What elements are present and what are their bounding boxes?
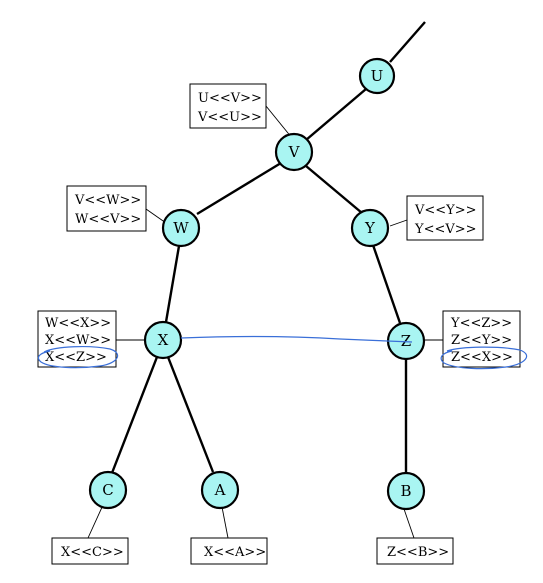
node-V: V — [274, 132, 314, 172]
label-box-Z-line-3: Z<<X>> — [451, 350, 513, 365]
label-box-Z: Y<<Z>> Z<<Y>> Z<<X>> — [442, 310, 521, 368]
leader-C — [87, 504, 104, 539]
node-C: C — [88, 470, 128, 510]
node-Z: Z — [386, 321, 426, 361]
tree-edges — [110, 21, 426, 474]
label-box-C: X<<C>> — [51, 537, 129, 565]
label-box-W: V<<W>> W<<V>> — [66, 185, 147, 232]
edge-V-Y — [305, 165, 363, 214]
label-box-A-line-1: X<<A>> — [204, 545, 266, 560]
label-box-A: X<<A>> — [190, 537, 268, 565]
label-box-W-line-1: V<<W>> — [74, 193, 141, 208]
hand-annotations — [37, 336, 528, 370]
label-box-V-line-1: U<<V>> — [198, 91, 262, 106]
node-A: A — [200, 470, 240, 510]
edge-X-C — [110, 356, 159, 474]
leader-A — [221, 506, 229, 539]
label-box-Y-line-1: V<<Y>> — [414, 203, 477, 218]
label-box-Y: V<<Y>> Y<<V>> — [406, 195, 484, 241]
leader-Y — [389, 219, 408, 227]
node-C-label: C — [102, 481, 113, 499]
label-box-Y-line-2: Y<<V>> — [414, 222, 477, 237]
edge-W-X — [164, 245, 181, 323]
edge-Y-Z — [371, 244, 402, 324]
node-V-label: V — [288, 143, 301, 161]
annotation-circle-X-Z-entry — [37, 346, 119, 369]
edge-root-U — [389, 21, 426, 63]
node-U-label: U — [371, 67, 384, 85]
node-X-label: X — [158, 331, 169, 349]
label-box-V-line-2: V<<U>> — [197, 110, 262, 125]
leader-W — [145, 208, 167, 224]
node-W: W — [161, 208, 201, 248]
node-Y-label: Y — [364, 219, 376, 237]
annotation-link-X-Z — [180, 336, 413, 343]
leader-B — [403, 508, 415, 539]
label-box-Z-line-2: Z<<Y>> — [451, 333, 512, 348]
label-box-B: Z<<B>> — [376, 537, 454, 565]
edge-V-W — [196, 161, 282, 216]
node-Y: Y — [350, 208, 390, 248]
label-box-W-line-2: W<<V>> — [75, 212, 141, 227]
label-box-X: W<<X>> X<<W>> X<<Z>> — [37, 310, 117, 368]
label-box-X-line-2: X<<W>> — [45, 333, 111, 348]
annotation-circle-Z-X-entry — [440, 346, 528, 370]
leader-V — [265, 105, 293, 139]
label-leaders — [87, 105, 443, 539]
node-A-label: A — [214, 481, 226, 499]
node-W-label: W — [173, 219, 189, 237]
node-U: U — [358, 57, 396, 95]
node-B-label: B — [400, 482, 411, 500]
label-box-C-line-1: X<<C>> — [61, 545, 124, 560]
label-box-X-line-1: W<<X>> — [45, 316, 111, 331]
node-Z-label: Z — [401, 332, 411, 350]
label-box-V: U<<V>> V<<U>> — [189, 83, 267, 129]
label-box-B-line-1: Z<<B>> — [387, 545, 449, 560]
node-B: B — [386, 471, 426, 511]
label-box-X-line-3: X<<Z>> — [45, 350, 107, 365]
edge-X-A — [166, 356, 215, 473]
label-box-Z-line-1: Y<<Z>> — [450, 316, 512, 331]
edge-U-V — [305, 88, 367, 141]
node-X: X — [143, 320, 183, 360]
